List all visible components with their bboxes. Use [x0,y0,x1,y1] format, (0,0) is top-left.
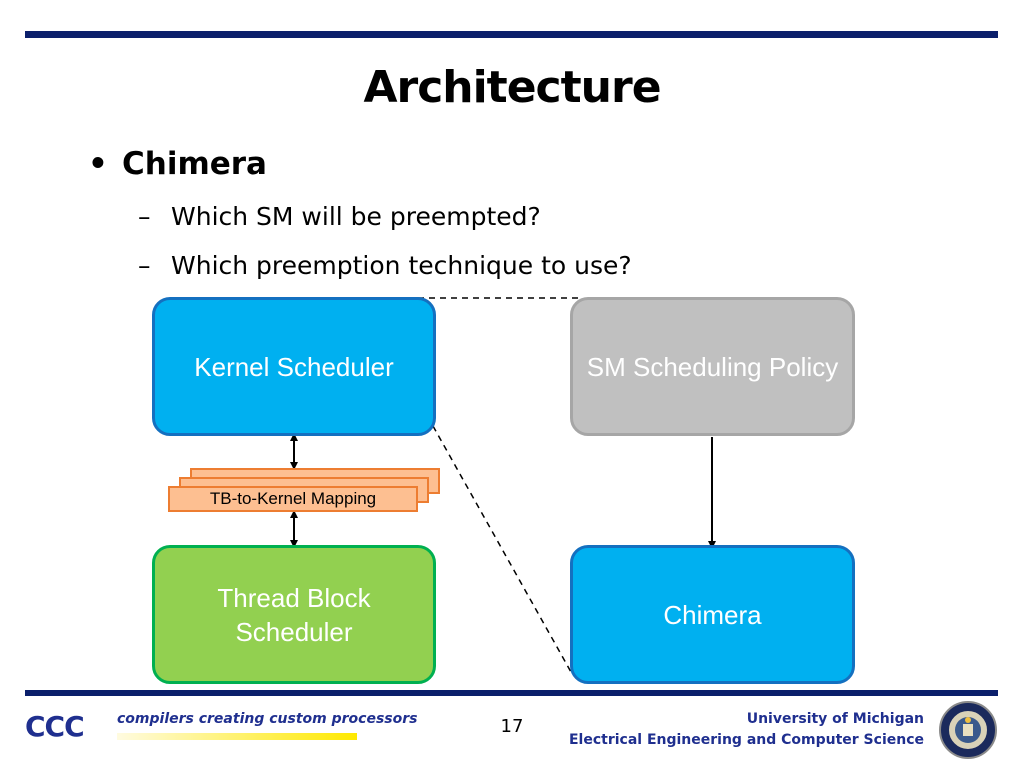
sm-scheduling-policy-box: SM Scheduling Policy [570,297,855,436]
sm-scheduling-policy-label: SM Scheduling Policy [586,351,839,382]
ccc-underline-bar [117,733,357,740]
thread-block-scheduler-box: Thread Block Scheduler [152,545,436,684]
subbullet-item: –Which SM will be preempted? [138,202,541,231]
subbullet-text: Which preemption technique to use? [171,251,632,280]
university-seal-icon [939,701,997,759]
dash-glyph: – [138,251,151,280]
chimera-box: Chimera [570,545,855,684]
tb-to-kernel-mapping-card: TB-to-Kernel Mapping [168,486,418,512]
slide-title: Architecture [363,62,661,113]
page-number: 17 [500,716,524,737]
bullet-text: Chimera [122,146,267,182]
thread-block-scheduler-label-line1: Thread Block [217,582,371,613]
department-name: Electrical Engineering and Computer Scie… [568,732,924,748]
bottom-rule [25,690,998,696]
ccc-tagline: compilers creating custom processors [117,711,418,727]
tb-to-kernel-mapping-label: TB-to-Kernel Mapping [209,489,377,508]
subbullet-text: Which SM will be preempted? [171,202,541,231]
chimera-label: Chimera [663,599,762,630]
ccc-logo: CCC compilers creating custom processors [25,706,417,746]
kernel-scheduler-box: Kernel Scheduler [152,297,436,436]
bullet-glyph: • [88,146,108,182]
kernel-scheduler-label: Kernel Scheduler [194,351,394,382]
ccc-logo-text: CCC [25,710,85,743]
top-rule [25,31,998,38]
dashed-connector-diagonal [432,425,572,673]
subbullet-item: –Which preemption technique to use? [138,251,632,280]
university-name: University of Michigan [746,711,924,727]
bullet-item: • Chimera [88,146,267,182]
dash-glyph: – [138,202,151,231]
thread-block-scheduler-label-line2: Scheduler [235,616,353,647]
university-credit: University of Michigan Electrical Engine… [569,709,924,751]
